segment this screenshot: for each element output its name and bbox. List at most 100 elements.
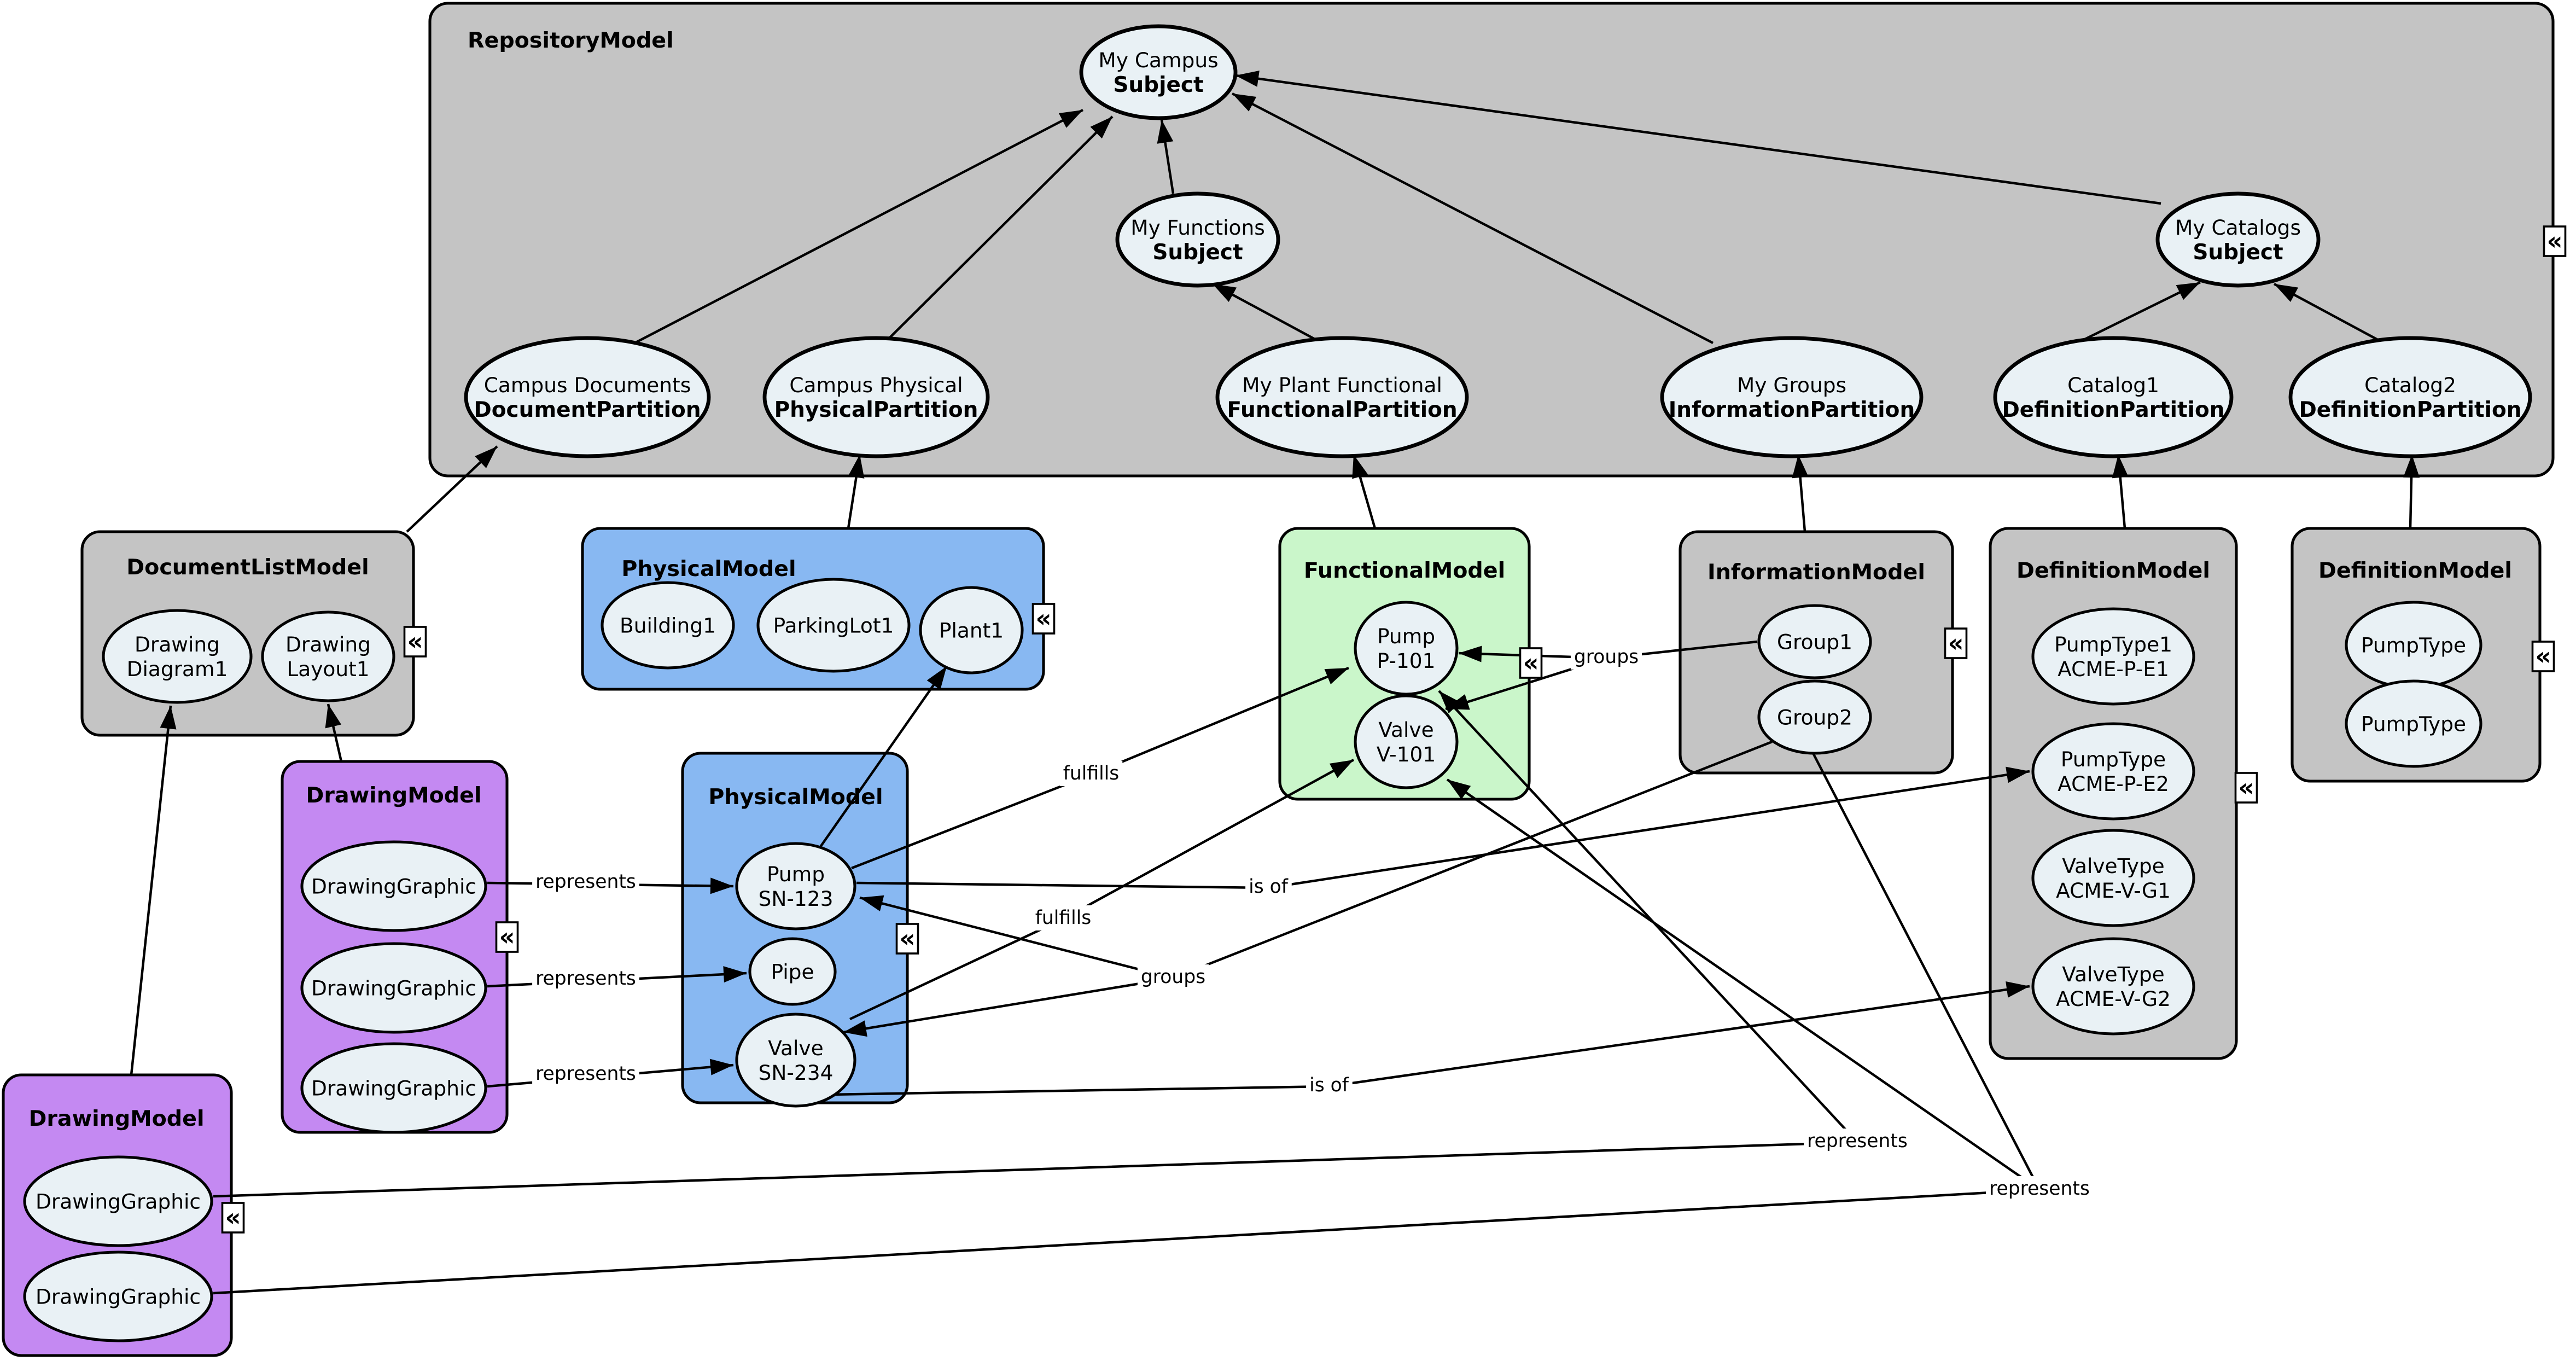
edge-line-drawingbottom-to-diagram1[interactable] [130,705,172,1075]
node-ellipse-my-groups[interactable] [1660,336,1924,458]
node-ellipse-valvetype-acme-v-g1[interactable] [2031,829,2195,927]
node-ellipse-pumptype-b[interactable] [2345,679,2482,768]
collapse-chevron-icon[interactable]: « [221,1202,245,1234]
edge-physicaltop-to-campusphys[interactable] [847,454,865,529]
node-ellipse-my-campus[interactable] [1079,24,1238,120]
node-ellipse-group2[interactable] [1757,679,1872,755]
node-ellipse-plant1[interactable] [919,586,1024,674]
edge-mygroups-to-mycampus[interactable] [1231,92,1714,345]
edge-catalog2-to-mycatalogs[interactable] [2273,283,2382,342]
edge-pumpsn123-to-plant1[interactable] [819,665,948,848]
chevron-box[interactable] [1519,647,1543,679]
collapse-chevron-icon[interactable]: « [1944,627,1968,659]
edge-definition1-to-catalog1[interactable] [2112,454,2129,529]
node-ellipse-drawinggraphic-b1[interactable] [23,1155,213,1247]
edge-line-mycatalogs-to-mycampus[interactable] [1235,74,2161,205]
node-ellipse-valvetype-acme-v-g2[interactable] [2031,937,2195,1036]
node-ellipse-my-plant-functional[interactable] [1215,336,1469,458]
chevron-box[interactable] [495,921,519,953]
node-ellipse-valve-v101[interactable] [1354,694,1459,789]
edge-drawingmid-to-layout1[interactable] [325,703,343,762]
edge-line-isof-valve[interactable] [828,985,2030,1096]
edge-functional-to-myplantfunc[interactable] [1352,454,1377,529]
collapse-chevron-icon[interactable]: « [403,626,427,658]
edge-line-campusphys-to-mycampus[interactable] [887,115,1114,341]
edge-line-mygroups-to-mycampus[interactable] [1231,92,1714,345]
node-ellipse-campus-physical[interactable] [762,336,990,458]
edge-line-represents-b2-group2[interactable] [1810,749,2041,1191]
node-ellipse-catalog2[interactable] [2288,336,2532,458]
edge-campusdocs-to-mycampus[interactable] [627,109,1084,348]
edge-campusphys-to-mycampus[interactable] [887,115,1114,341]
edge-catalog1-to-mycatalogs[interactable] [2080,281,2201,343]
node-parkinglot1[interactable]: ParkingLot1 [756,578,911,673]
node-ellipse-drawinggraphic-m1[interactable] [300,840,487,932]
chevron-box[interactable] [2531,641,2555,672]
edge-line-pumpsn123-to-plant1[interactable] [819,665,948,848]
node-group2[interactable]: Group2 [1757,679,1872,755]
edge-documentlist-to-campusdocs[interactable] [406,445,498,533]
chevron-box[interactable] [2234,772,2258,804]
node-ellipse-pipe[interactable] [748,937,837,1006]
chevron-box[interactable] [2543,225,2567,257]
edge-information-to-mygroups[interactable] [1792,454,1809,532]
node-ellipse-my-catalogs[interactable] [2155,191,2321,288]
edge-definition2-to-catalog2[interactable] [2403,454,2420,529]
node-building1[interactable]: Building1 [601,581,735,670]
node-drawinggraphic-b1[interactable]: DrawingGraphic [23,1155,213,1247]
edge-represents-b2-group2[interactable] [1810,749,2041,1191]
node-pumptype-b[interactable]: PumpType [2345,679,2482,768]
collapse-chevron-icon[interactable]: « [495,921,519,953]
chevron-box[interactable] [221,1202,245,1234]
node-ellipse-pumptype1-acme-p-e1[interactable] [2031,607,2195,706]
node-drawinggraphic-m1[interactable]: DrawingGraphic [300,840,487,932]
node-ellipse-drawinggraphic-m3[interactable] [300,1042,487,1134]
collapse-chevron-icon[interactable]: « [1519,647,1543,679]
node-group1[interactable]: Group1 [1757,604,1872,679]
node-ellipse-drawinggraphic-m2[interactable] [300,942,487,1034]
collapse-chevron-icon[interactable]: « [1031,603,1056,635]
node-ellipse-building1[interactable] [601,581,735,670]
collapse-chevron-icon[interactable]: « [2531,641,2555,672]
edge-line-groups-2-valve[interactable] [843,976,1174,1034]
node-ellipse-campus-documents[interactable] [464,336,711,458]
node-ellipse-parkinglot1[interactable] [756,578,911,673]
edge-line-campusdocs-to-mycampus[interactable] [627,109,1084,348]
edge-groups-2-valve[interactable] [843,976,1174,1037]
node-ellipse-group1[interactable] [1757,604,1872,679]
edge-mycatalogs-to-mycampus[interactable] [1235,71,2161,205]
edge-drawingbottom-to-diagram1[interactable] [130,705,177,1075]
node-pipe[interactable]: Pipe [748,937,837,1006]
chevron-box[interactable] [1944,627,1968,659]
collapse-chevron-icon[interactable]: « [2234,772,2258,804]
collapse-chevron-icon[interactable]: « [2543,225,2567,257]
chevron-box[interactable] [895,923,919,955]
node-ellipse-drawing-diagram1[interactable] [102,609,253,704]
edge-myfunctions-to-mycampus[interactable] [1157,119,1175,194]
node-pumptype-a[interactable]: PumpType [2345,601,2482,689]
node-ellipse-valve-sn234[interactable] [735,1013,856,1108]
node-ellipse-my-functions[interactable] [1115,191,1280,288]
node-ellipse-pump-p101[interactable] [1354,601,1459,696]
node-ellipse-pumptype-acme-p-e2[interactable] [2031,722,2195,821]
node-plant1[interactable]: Plant1 [919,586,1024,674]
node-ellipse-drawing-layout1[interactable] [261,610,395,702]
collapse-chevron-icon[interactable]: « [895,923,919,955]
